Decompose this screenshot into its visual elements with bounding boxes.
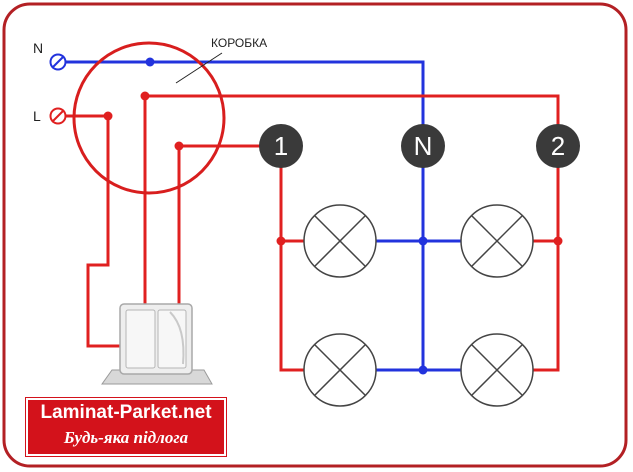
double-switch-icon	[101, 303, 213, 385]
switch-leg-2-dot	[174, 141, 184, 151]
node-1: 1	[259, 124, 303, 168]
node-2-drop	[532, 166, 560, 372]
phase-junction-dot	[103, 111, 113, 121]
node-1-tap-dot	[276, 236, 286, 246]
node-2-label: 2	[551, 131, 565, 161]
logo-tagline: Будь-яка підлога	[63, 428, 189, 447]
outer-frame	[2, 2, 628, 468]
lamp-icon-bottom-right	[460, 333, 534, 407]
neutral-upper-dot	[418, 236, 428, 246]
switch-leg-1-dot	[140, 91, 150, 101]
node-n-label: N	[414, 131, 433, 161]
lamps	[303, 204, 534, 407]
lamp-icon-bottom-left	[303, 333, 377, 407]
lamp-icon-top-left	[303, 204, 377, 278]
terminal-n-screw-icon	[49, 53, 67, 71]
node-1-label: 1	[274, 131, 288, 161]
site-logo: Laminat-Parket.net Будь-яка підлога	[26, 398, 226, 456]
node-n: N	[401, 124, 445, 168]
junction-box-circle	[72, 41, 226, 195]
box-label-leader	[175, 52, 223, 84]
terminal-n-label: N	[33, 40, 43, 56]
junction-dots	[103, 57, 563, 375]
logo-site-name: Laminat-Parket.net	[40, 402, 212, 423]
neutral-junction-dot	[145, 57, 155, 67]
switch-wire-to-node-2	[145, 94, 560, 146]
phase-feed-wire	[66, 114, 120, 348]
lamp-icon-top-right	[460, 204, 534, 278]
node-2-tap-dot	[553, 236, 563, 246]
terminal-l-screw-icon	[49, 107, 67, 125]
box-label: КОРОБКА	[211, 36, 267, 50]
node-1-drop	[279, 166, 304, 372]
neutral-lower-dot	[418, 365, 428, 375]
neutral-main-wire	[66, 60, 425, 370]
node-2: 2	[536, 124, 580, 168]
terminal-l-label: L	[33, 108, 41, 124]
